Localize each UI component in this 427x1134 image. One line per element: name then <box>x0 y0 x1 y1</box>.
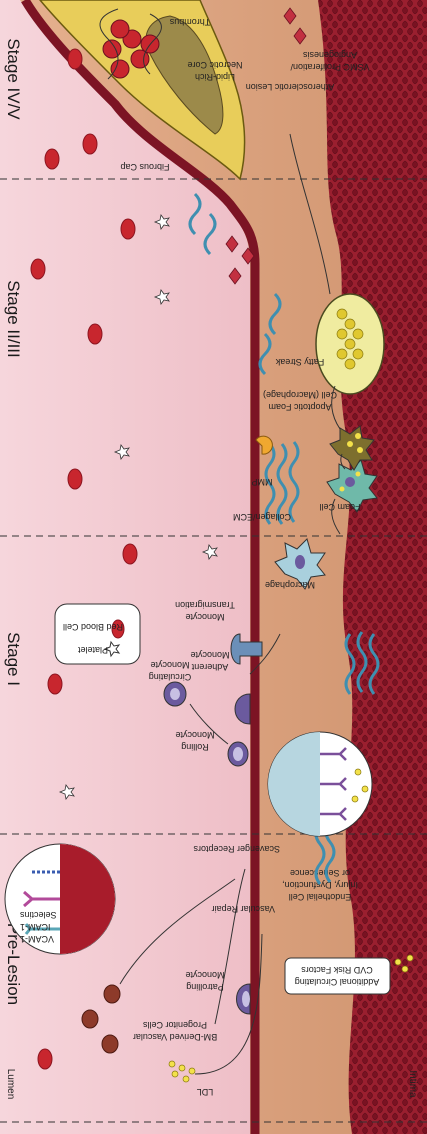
circulating-line2: Monocyte <box>150 660 189 670</box>
selectins-label: Selectins <box>20 910 57 920</box>
apoptotic-line2: Cell (Macrophage) <box>263 390 337 400</box>
fatty-streak <box>315 293 385 395</box>
platelet <box>201 544 218 560</box>
mmp-label: MMP <box>252 477 273 487</box>
rbc <box>67 468 83 490</box>
cvd-line1: Additional Circulating <box>295 977 380 987</box>
vsmc-line1: VSMC Proliferation/ <box>290 62 370 72</box>
red-blood-cells <box>30 48 138 1070</box>
vsmc-line2: Angiogenesis <box>302 50 357 60</box>
rolling-line1: Rolling <box>181 742 209 752</box>
transmig-line1: Monocyte <box>185 612 224 622</box>
progression-arrows <box>189 133 346 745</box>
collagen-fibers <box>188 192 380 885</box>
lipid-line2: Necrotic Core <box>187 60 242 70</box>
endo-line1: Endothelial Cell <box>289 892 352 902</box>
lipid-line1: Lipid-Rich <box>195 72 235 82</box>
rbc <box>44 148 60 170</box>
apoptotic-foam-cell <box>329 425 375 471</box>
rolling-monocyte <box>227 741 249 767</box>
legend-platelet-swatch <box>103 640 121 658</box>
progenitor-to-repair-arrow-2 <box>119 878 236 985</box>
adherent-line1: Adherent <box>191 662 228 672</box>
intima-region <box>20 0 427 1134</box>
legend-rbc-label: Red Blood Cell <box>63 622 123 632</box>
stage-pre-lesion-title: Pre-Lesion <box>4 923 23 1005</box>
ldl-particles-intima <box>394 954 414 973</box>
platelet <box>113 444 130 460</box>
patrolling-line1: Patrolling <box>186 982 224 992</box>
scavenger-zoom <box>267 731 373 837</box>
stage-2-3-title: Stage II/III <box>4 280 23 358</box>
fibrous-cap-label: Fibrous Cap <box>120 162 169 172</box>
transmigrating-monocyte <box>230 633 263 665</box>
platelet <box>58 784 75 800</box>
adherent-monocyte <box>234 693 251 725</box>
rbc <box>82 133 98 155</box>
rbc <box>47 673 63 695</box>
vascular-repair-label: Vascular Repair <box>212 904 275 914</box>
stage-1-title: Stage I <box>4 632 23 686</box>
endothelium <box>21 0 260 1134</box>
platelets <box>58 214 218 800</box>
ldl-arrow <box>194 933 263 1075</box>
intima-label: Intima <box>407 1070 418 1098</box>
progenitor-cells <box>81 984 121 1054</box>
foam-cell <box>326 459 378 513</box>
icam-label: ICAM-1 <box>20 922 51 932</box>
atherosclerotic-plaque <box>38 0 246 181</box>
patrolling-line2: Monocyte <box>185 970 224 980</box>
apoptotic-line1: Apoptotic Foam <box>268 402 331 412</box>
thrombus-label: Thrombus <box>169 17 210 27</box>
rbc <box>67 48 83 70</box>
bm-label-line1: BM-Derived Vascular <box>133 1032 217 1042</box>
athero-label: Atherosclerotic Lesion <box>246 82 335 92</box>
rbc <box>122 543 138 565</box>
media-layer <box>318 0 427 1134</box>
circulating-monocyte <box>163 681 187 707</box>
patrolling-monocyte <box>236 983 251 1015</box>
rbc <box>120 218 136 240</box>
rbc <box>87 323 103 345</box>
progenitor-to-repair-arrow <box>214 868 246 1025</box>
legend: Red Blood Cell Platelet <box>54 603 141 665</box>
ldl-particles <box>168 1060 196 1083</box>
transmig-line2: Transmigration <box>175 600 235 610</box>
mmp-symbol <box>255 435 273 455</box>
macrophage-label: Macrophage <box>265 580 315 590</box>
bm-label-line2: Progenitor Cells <box>142 1020 207 1030</box>
circulating-line1: Circulating <box>149 672 192 682</box>
vcam-label: VCAM-1 <box>20 934 54 944</box>
platelet <box>153 214 170 230</box>
rolling-line2: Monocyte <box>175 730 214 740</box>
legend-rbc-swatch <box>111 619 125 639</box>
foam-cell-label: Foam Cell <box>319 502 360 512</box>
endothelial-injury-label: Endothelial Cell Injury, Dysfunction, or… <box>282 868 358 902</box>
fatty-streak-label: Fatty Streak <box>275 357 324 367</box>
endo-line2: Injury, Dysfunction, <box>282 880 358 890</box>
platelet <box>153 289 170 305</box>
adhesion-molecules-zoom: VCAM-1 ICAM-1 Selectins <box>4 843 116 955</box>
collagen-label: Collagen/ECM <box>233 512 291 522</box>
endo-line3: or Senescence <box>290 868 350 878</box>
adherent-line2: Monocyte <box>190 650 229 660</box>
rbc <box>37 1048 53 1070</box>
macrophage <box>274 538 326 590</box>
scavenger-label: Scavenger Receptors <box>193 844 280 854</box>
thrombus <box>99 8 162 80</box>
legend-platelet-label: Platelet <box>77 645 108 655</box>
cvd-risk-box: Additional Circulating CVD Risk Factors <box>284 957 391 995</box>
lumen-label: Lumen <box>5 1069 16 1100</box>
ldl-label: LDL <box>197 1087 214 1097</box>
cvd-line2: CVD Risk Factors <box>301 965 373 975</box>
vsmc-cells <box>225 7 307 285</box>
rbc <box>30 258 46 280</box>
stage-4-5-title: Stage IV/V <box>4 38 23 120</box>
